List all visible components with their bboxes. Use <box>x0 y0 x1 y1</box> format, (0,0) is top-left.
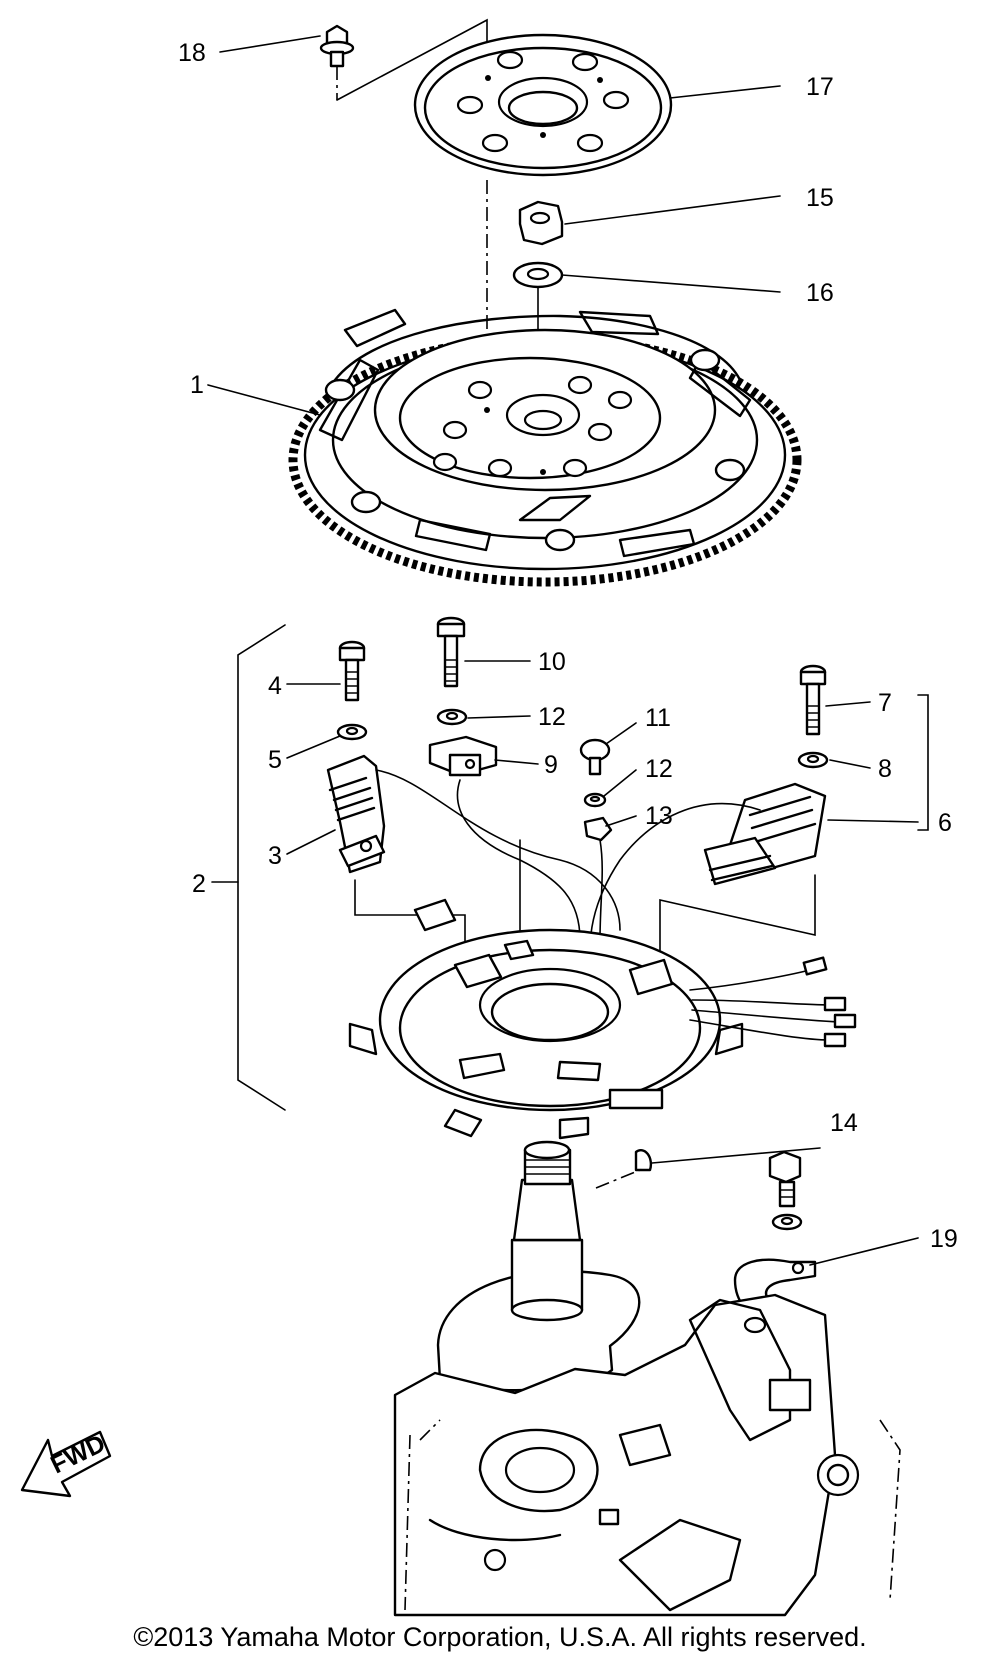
part-11-screw <box>579 738 611 776</box>
part-6-charge-coil <box>589 782 827 951</box>
callout-19: 19 <box>930 1225 958 1253</box>
part-13-clamp <box>583 816 613 941</box>
part-17-plate <box>413 33 673 177</box>
callout-13: 13 <box>645 802 673 830</box>
callout-10: 10 <box>538 648 566 676</box>
callout-numbers: 18 17 15 16 1 4 5 3 2 10 12 9 11 12 13 7… <box>178 39 958 1253</box>
part-9-sensor-plate <box>428 735 581 941</box>
stator-base-plate <box>348 898 857 1140</box>
part-6-bracket <box>917 694 929 831</box>
callout-7: 7 <box>878 689 892 717</box>
callout-1: 1 <box>190 371 204 399</box>
callout-17: 17 <box>806 73 834 101</box>
callout-14: 14 <box>830 1109 858 1137</box>
callout-18: 18 <box>178 39 206 67</box>
callout-8: 8 <box>878 755 892 783</box>
leader-coil-6 <box>659 874 816 961</box>
callout-15: 15 <box>806 184 834 212</box>
callout-6: 6 <box>938 809 952 837</box>
part-12-washer-lower <box>583 792 607 808</box>
copyright-notice: ©2013 Yamaha Motor Corporation, U.S.A. A… <box>133 1622 867 1652</box>
callout-9: 9 <box>544 751 558 779</box>
callout-5: 5 <box>268 746 282 774</box>
part-7-bolt <box>799 664 827 736</box>
part-3-pulser-coil <box>326 754 621 931</box>
part-8-washer <box>797 751 829 769</box>
part-5-washer <box>336 723 368 741</box>
callout-2: 2 <box>192 870 206 898</box>
part-1-flywheel <box>288 308 802 587</box>
part-10-bolt <box>436 616 466 688</box>
part-12-washer-upper <box>436 708 468 726</box>
callout-16: 16 <box>806 279 834 307</box>
leader-coil-3 <box>354 879 466 961</box>
part-14-woodruff-key <box>634 1149 653 1172</box>
callout-12b: 12 <box>645 755 673 783</box>
part-19-bolt <box>768 1150 803 1231</box>
callout-leaders <box>207 35 919 1266</box>
callout-12a: 12 <box>538 703 566 731</box>
part-4-bolt <box>338 640 366 702</box>
part-15-nut <box>518 200 564 246</box>
part-2-bracket <box>237 624 286 1111</box>
callout-3: 3 <box>268 842 282 870</box>
fwd-direction-arrow: FWD <box>20 1429 112 1498</box>
engine-block <box>393 1293 901 1617</box>
callout-4: 4 <box>268 672 282 700</box>
callout-11: 11 <box>645 704 671 732</box>
crankshaft <box>436 1140 646 1392</box>
